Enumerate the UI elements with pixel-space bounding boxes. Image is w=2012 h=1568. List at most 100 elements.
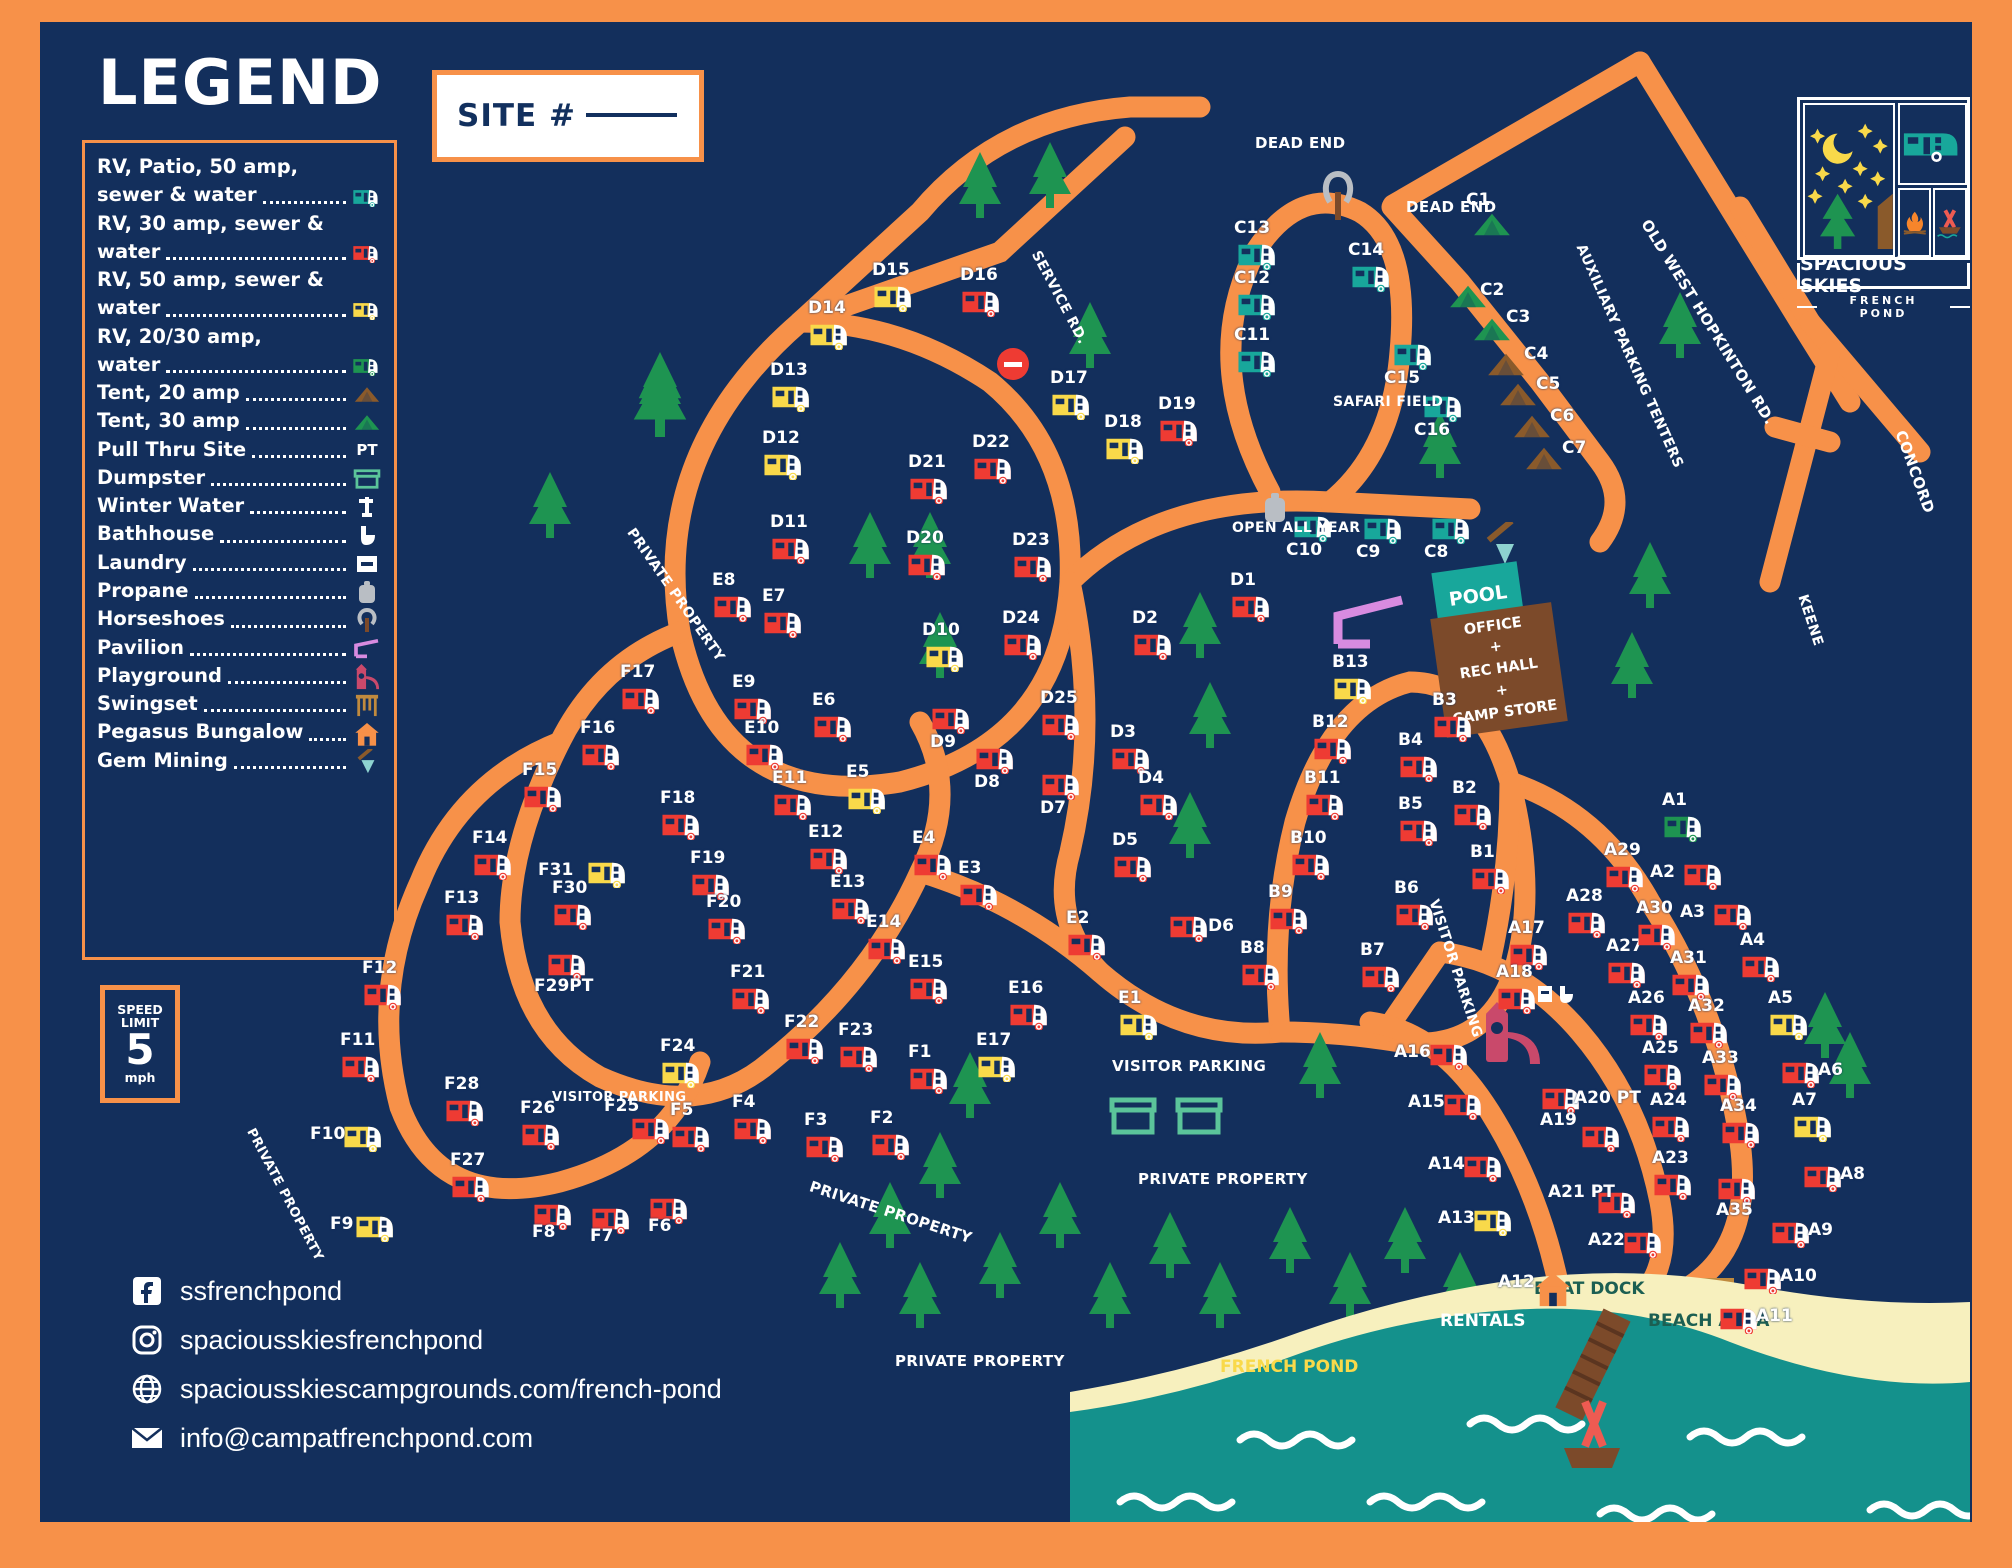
campsite-c8[interactable]: C8 xyxy=(1424,514,1476,562)
campsite-b4[interactable]: B4 xyxy=(1398,730,1444,787)
campsite-b11[interactable]: B11 xyxy=(1304,768,1350,825)
campsite-d8[interactable]: D8 xyxy=(974,744,1020,792)
campsite-d7[interactable]: D7 xyxy=(1040,770,1086,818)
campsite-e4[interactable]: E4 xyxy=(912,828,958,885)
campsite-f5[interactable]: F5 xyxy=(670,1100,716,1157)
campsite-d4[interactable]: D4 xyxy=(1138,768,1184,825)
campsite-e10[interactable]: E10 xyxy=(744,718,790,775)
campsite-a20-pt[interactable]: A20 PT xyxy=(1574,1088,1641,1157)
campsite-a6[interactable]: A6 xyxy=(1780,1058,1843,1093)
campsite-a26[interactable]: A26 xyxy=(1628,988,1674,1045)
campsite-e9[interactable]: E9 xyxy=(732,672,778,729)
campsite-d15[interactable]: D15 xyxy=(872,260,918,317)
campsite-f13[interactable]: F13 xyxy=(444,888,490,945)
campsite-a18[interactable]: A18 xyxy=(1496,962,1542,1019)
campsite-d23[interactable]: D23 xyxy=(1012,530,1058,587)
campsite-d5[interactable]: D5 xyxy=(1112,830,1158,887)
site-number-box[interactable]: SITE # xyxy=(432,70,704,162)
campsite-c11[interactable]: C11 xyxy=(1234,325,1282,382)
campsite-f11[interactable]: F11 xyxy=(340,1030,386,1087)
campsite-f25[interactable]: F25 xyxy=(604,1096,676,1149)
campsite-c14[interactable]: C14 xyxy=(1348,240,1396,297)
campsite-f1[interactable]: F1 xyxy=(908,1042,954,1099)
campsite-e17[interactable]: E17 xyxy=(976,1030,1022,1087)
campsite-a10[interactable]: A10 xyxy=(1742,1264,1817,1299)
campsite-a33[interactable]: A33 xyxy=(1702,1048,1748,1105)
campsite-a14[interactable]: A14 xyxy=(1428,1152,1508,1187)
campsite-d11[interactable]: D11 xyxy=(770,512,816,569)
campsite-b10[interactable]: B10 xyxy=(1290,828,1336,885)
campsite-a25[interactable]: A25 xyxy=(1642,1038,1688,1095)
campsite-f19[interactable]: F19 xyxy=(690,848,736,905)
campsite-d20[interactable]: D20 xyxy=(906,528,952,585)
campsite-d2[interactable]: D2 xyxy=(1132,608,1178,665)
campsite-c12[interactable]: C12 xyxy=(1234,268,1282,325)
campsite-e2[interactable]: E2 xyxy=(1066,908,1112,965)
social-row-2[interactable]: spaciousskiescampgrounds.com/french-pond xyxy=(130,1372,722,1406)
campsite-f27[interactable]: F27 xyxy=(450,1150,496,1207)
campsite-d17[interactable]: D17 xyxy=(1050,368,1096,425)
campsite-f9[interactable]: F9 xyxy=(330,1212,400,1247)
campsite-d13[interactable]: D13 xyxy=(770,360,816,417)
campsite-c15[interactable]: C15 xyxy=(1384,340,1438,388)
campsite-c1[interactable]: C1 xyxy=(1466,190,1512,242)
campsite-a2[interactable]: A2 xyxy=(1650,860,1728,895)
campsite-d16[interactable]: D16 xyxy=(960,265,1006,322)
campsite-a8[interactable]: A8 xyxy=(1802,1162,1865,1197)
campsite-f4[interactable]: F4 xyxy=(732,1092,778,1149)
campsite-e1[interactable]: E1 xyxy=(1118,988,1164,1045)
campsite-a13[interactable]: A13 xyxy=(1438,1206,1518,1241)
campsite-e5[interactable]: E5 xyxy=(846,762,892,819)
campsite-f18[interactable]: F18 xyxy=(660,788,706,845)
campsite-f26[interactable]: F26 xyxy=(520,1098,566,1155)
campsite-d1[interactable]: D1 xyxy=(1230,570,1276,627)
campsite-a29[interactable]: A29 xyxy=(1604,840,1650,897)
campsite-c9[interactable]: C9 xyxy=(1356,514,1408,562)
campsite-a27[interactable]: A27 xyxy=(1606,936,1652,993)
campsite-e8[interactable]: E8 xyxy=(712,570,758,627)
campsite-f10[interactable]: F10 xyxy=(310,1122,388,1157)
campsite-a4[interactable]: A4 xyxy=(1740,930,1786,987)
campsite-e11[interactable]: E11 xyxy=(772,768,818,825)
campsite-a32[interactable]: A32 xyxy=(1688,996,1734,1053)
campsite-e15[interactable]: E15 xyxy=(908,952,954,1009)
campsite-a7[interactable]: A7 xyxy=(1792,1090,1838,1147)
campsite-e16[interactable]: E16 xyxy=(1008,978,1054,1035)
campsite-e6[interactable]: E6 xyxy=(812,690,858,747)
campsite-a12[interactable]: A12 xyxy=(1498,1270,1572,1313)
campsite-e12[interactable]: E12 xyxy=(808,822,854,879)
campsite-b2[interactable]: B2 xyxy=(1452,778,1498,835)
campsite-b8[interactable]: B8 xyxy=(1240,938,1286,995)
campsite-a16[interactable]: A16 xyxy=(1394,1040,1474,1075)
campsite-b3[interactable]: B3 xyxy=(1432,690,1478,747)
campsite-a34[interactable]: A34 xyxy=(1720,1096,1766,1153)
campsite-c4[interactable]: C4 xyxy=(1486,344,1548,382)
campsite-b13[interactable]: B13 xyxy=(1332,652,1378,709)
campsite-f15[interactable]: F15 xyxy=(522,760,568,817)
campsite-d19[interactable]: D19 xyxy=(1158,394,1204,451)
campsite-a21-pt[interactable]: A21 PT xyxy=(1548,1182,1642,1223)
campsite-b12[interactable]: B12 xyxy=(1312,712,1358,769)
campsite-a31[interactable]: A31 xyxy=(1670,948,1716,1005)
campsite-f14[interactable]: F14 xyxy=(472,828,518,885)
campsite-f22[interactable]: F22 xyxy=(784,1012,830,1069)
campsite-a17[interactable]: A17 xyxy=(1508,918,1554,975)
campsite-f31[interactable]: F31 xyxy=(538,858,632,893)
campsite-c5[interactable]: C5 xyxy=(1498,374,1560,412)
campsite-f16[interactable]: F16 xyxy=(580,718,626,775)
campsite-f3[interactable]: F3 xyxy=(804,1110,850,1167)
campsite-f2[interactable]: F2 xyxy=(870,1108,916,1165)
campsite-f29pt[interactable]: F29PT xyxy=(534,950,593,996)
campsite-a1[interactable]: A1 xyxy=(1662,790,1708,847)
campsite-a19[interactable]: A19 xyxy=(1540,1084,1586,1130)
campsite-a15[interactable]: A15 xyxy=(1408,1090,1488,1125)
campsite-a30[interactable]: A30 xyxy=(1636,898,1682,955)
campsite-c3[interactable]: C3 xyxy=(1472,307,1530,347)
campsite-a24[interactable]: A24 xyxy=(1650,1090,1696,1147)
campsite-d24[interactable]: D24 xyxy=(1002,608,1048,665)
campsite-c6[interactable]: C6 xyxy=(1512,406,1574,444)
social-row-3[interactable]: info@campatfrenchpond.com xyxy=(130,1421,722,1455)
campsite-c16[interactable]: C16 xyxy=(1414,392,1468,440)
campsite-c13[interactable]: C13 xyxy=(1234,218,1282,275)
social-row-1[interactable]: spaciousskiesfrenchpond xyxy=(130,1323,722,1357)
